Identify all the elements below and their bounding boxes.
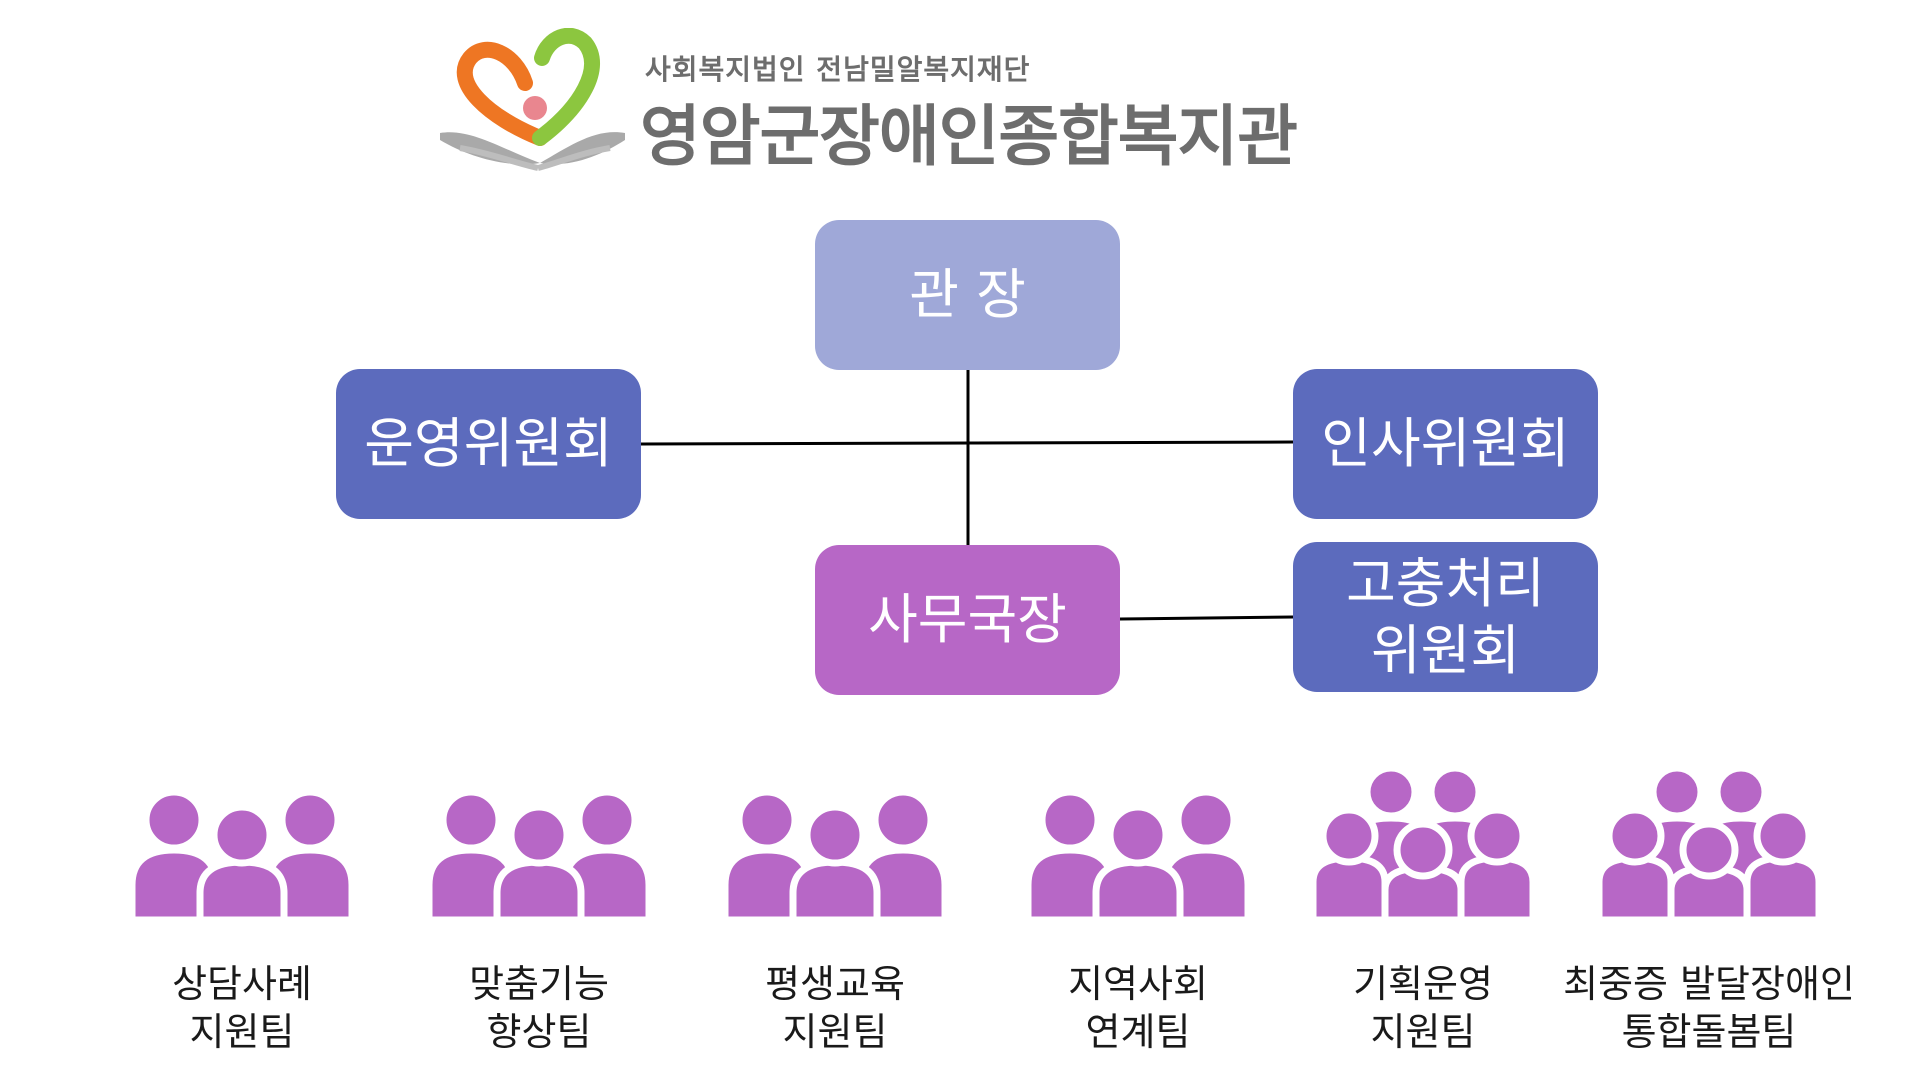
operating-committee-label: 운영위원회 bbox=[364, 412, 613, 476]
team-label: 기획운영 지원팀 bbox=[1273, 960, 1573, 1056]
header: 사회복지법인 전남밀알복지재단 영암군장애인종합복지관 bbox=[430, 28, 1490, 178]
org-subtitle: 사회복지법인 전남밀알복지재단 bbox=[645, 53, 1031, 86]
grievance-committee-label-line2: 위원회 bbox=[1370, 619, 1521, 682]
team-label-line1: 지역사회 bbox=[1068, 962, 1208, 1006]
team-label-line2: 연계팀 bbox=[1085, 1010, 1191, 1054]
operating-committee-box: 운영위원회 bbox=[336, 369, 641, 519]
team-label-line2: 지원팀 bbox=[189, 1010, 295, 1054]
team-label-line2: 향상팀 bbox=[486, 1010, 592, 1054]
team-label: 최중증 발달장애인 통합돌봄팀 bbox=[1559, 960, 1859, 1056]
team-label: 상담사례 지원팀 bbox=[92, 960, 392, 1056]
group-5-icon bbox=[1309, 770, 1537, 920]
connector-committees bbox=[640, 440, 1294, 446]
org-name: 영암군장애인종합복지관 bbox=[640, 98, 1298, 175]
secretary-general-box: 사무국장 bbox=[815, 545, 1120, 695]
team-label-line2: 지원팀 bbox=[782, 1010, 888, 1054]
director-box: 관 장 bbox=[815, 220, 1120, 370]
team-label-line1: 맞춤기능 bbox=[469, 962, 609, 1006]
team-label-line1: 평생교육 bbox=[765, 962, 905, 1006]
team-label-line2: 통합돌봄팀 bbox=[1621, 1010, 1797, 1054]
team-label: 평생교육 지원팀 bbox=[685, 960, 985, 1056]
team-label: 지역사회 연계팀 bbox=[988, 960, 1288, 1056]
logo-icon bbox=[440, 28, 625, 171]
personnel-committee-label: 인사위원회 bbox=[1321, 412, 1570, 476]
group-3-icon bbox=[128, 788, 356, 920]
director-label: 관 장 bbox=[909, 263, 1026, 327]
team-label-line1: 기획운영 bbox=[1353, 962, 1493, 1006]
grievance-committee-label-line1: 고충처리 bbox=[1346, 551, 1545, 615]
team-label-line2: 지원팀 bbox=[1370, 1010, 1476, 1054]
group-3-icon bbox=[721, 788, 949, 920]
group-3-icon bbox=[1024, 788, 1252, 920]
group-5-icon bbox=[1595, 770, 1823, 920]
team-label-line1: 상담사례 bbox=[172, 962, 312, 1006]
grievance-committee-box: 고충처리 위원회 bbox=[1293, 542, 1598, 692]
team-label-line1: 최중증 발달장애인 bbox=[1563, 962, 1855, 1006]
secretary-general-label: 사무국장 bbox=[868, 588, 1067, 652]
team-label: 맞춤기능 향상팀 bbox=[389, 960, 689, 1056]
personnel-committee-box: 인사위원회 bbox=[1293, 369, 1598, 519]
connector-secretary-grievance bbox=[1119, 615, 1294, 621]
group-3-icon bbox=[425, 788, 653, 920]
